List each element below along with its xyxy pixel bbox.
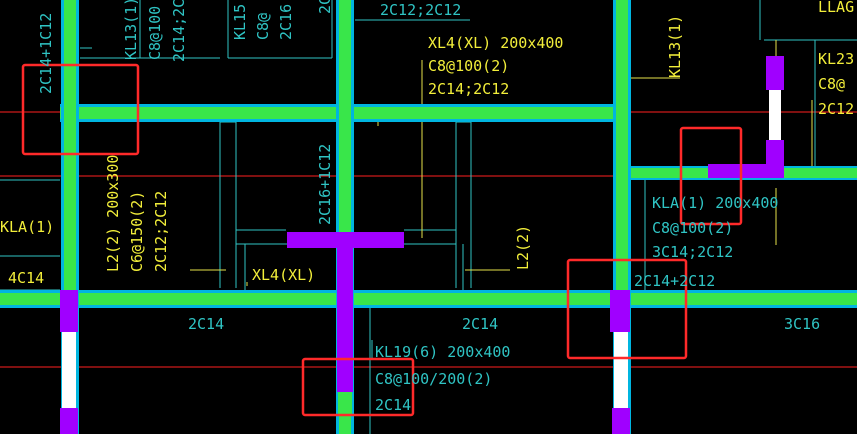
label-right-2c14-2c12: 2C14+2C12: [634, 272, 715, 290]
label-l2-c6: C6@150(2): [128, 191, 146, 272]
label-bottom-2c14-b: 2C14: [462, 315, 498, 333]
label-mid-2c16-1c12: 2C16+1C12: [316, 144, 334, 225]
label-kl19-2c14: 2C14: [375, 396, 411, 414]
label-xl4-small: XL4(XL): [252, 266, 315, 284]
column-upper-right-gap: [769, 90, 781, 140]
annotations: 2C12;2C12 2C KL15 C8@ 2C16 KL13(1) C8@10…: [0, 0, 854, 414]
label-xl4-title: XL4(XL) 200x400: [428, 34, 563, 52]
column-upper-right-arm: [708, 164, 784, 178]
label-kla-right: KLA(1) 200x400: [652, 194, 778, 212]
column-left: [60, 290, 78, 332]
label-kla-right-c8: C8@100(2): [652, 219, 733, 237]
column-right-gap: [614, 332, 628, 408]
label-bottom-3c16: 3C16: [784, 315, 820, 333]
highlight-box-lower-right: [566, 258, 688, 360]
label-l2-right: L2(2): [514, 225, 532, 270]
label-top-2c: 2C: [316, 0, 334, 14]
label-kla-left: KLA(1): [0, 218, 54, 236]
label-left-2c14-1c12: 2C14+1C12: [37, 13, 55, 94]
column-upper-right-stem: [766, 56, 784, 90]
column-left-lower: [60, 408, 78, 434]
label-top-2c16: 2C16: [277, 4, 295, 40]
highlight-box-upper-left: [21, 63, 140, 156]
label-kl13-left: KL13(1): [122, 0, 140, 60]
leader-lines: [190, 40, 813, 286]
label-l2-2c12: 2C12;2C12: [152, 191, 170, 272]
label-top-2c12: 2C12;2C12: [380, 1, 461, 19]
label-kl23-2c12: 2C12: [818, 100, 854, 118]
highlight-boxes: [21, 63, 743, 417]
column-left-gap: [62, 332, 76, 408]
label-kl23-c8: C8@: [818, 75, 845, 93]
label-llag: LLAG: [818, 0, 854, 16]
label-top-kl15: KL15: [231, 4, 249, 40]
label-bottom-2c14-a: 2C14: [188, 315, 224, 333]
column-middle-stem: [337, 232, 353, 392]
label-l2-title: L2(2) 200x300: [104, 155, 122, 272]
label-left-4c14: 4C14: [8, 269, 44, 287]
label-top-c8: C8@: [254, 13, 272, 40]
label-xl4-c8: C8@100(2): [428, 57, 509, 75]
label-xl4-2c14: 2C14;2C12: [428, 80, 509, 98]
label-kl13-left-2c14: 2C14;2C: [170, 0, 188, 62]
columns: [60, 56, 784, 434]
label-kl13-left-c8: C8@100: [146, 6, 164, 60]
label-kla-right-3c14: 3C14;2C12: [652, 243, 733, 261]
column-middle-base: [338, 392, 352, 414]
label-kl13-right: KL13(1): [666, 15, 684, 78]
label-kl19-title: KL19(6) 200x400: [375, 343, 510, 361]
column-right: [610, 290, 630, 332]
label-kl23: KL23: [818, 50, 854, 68]
highlight-box-lower-middle: [301, 357, 415, 417]
column-right-lower: [612, 408, 630, 434]
highlight-box-upper-right: [679, 126, 743, 226]
beam-horizontal-main: [0, 290, 857, 308]
label-kl19-c8: C8@100/200(2): [375, 370, 492, 388]
